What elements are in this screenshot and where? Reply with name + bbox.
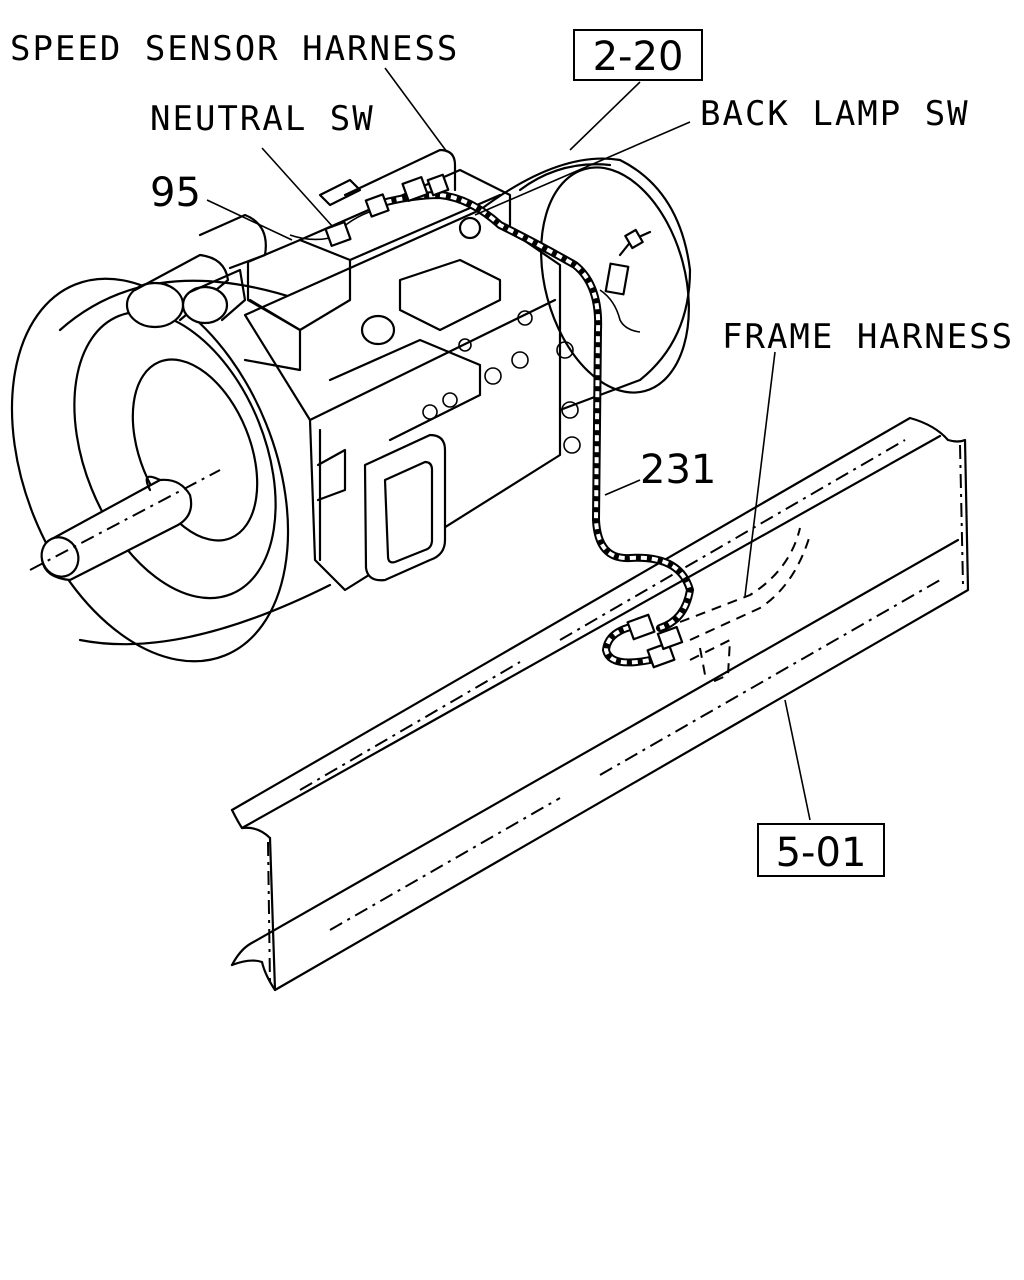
label-frame-harness: FRAME HARNESS (722, 317, 1014, 357)
transmission-case (125, 148, 692, 592)
connectors (324, 173, 684, 669)
label-neutral-sw: NEUTRAL SW (150, 99, 375, 139)
label-part-231: 231 (640, 447, 716, 493)
ref-2-20-text: 2-20 (593, 34, 684, 80)
ref-box-5-01: 5-01 (757, 823, 885, 877)
frame-harness (679, 527, 811, 684)
frame-rail (230, 416, 970, 992)
label-part-95: 95 (150, 170, 201, 216)
input-shaft (29, 469, 221, 582)
label-back-lamp-sw: BACK LAMP SW (700, 94, 970, 134)
harness-231 (289, 190, 695, 667)
leader-lines (206, 67, 811, 821)
label-speed-sensor-harness: SPEED SENSOR HARNESS (10, 29, 459, 69)
ref-5-01-text: 5-01 (776, 830, 867, 876)
clutch-housing (10, 277, 332, 663)
ref-box-2-20: 2-20 (573, 29, 703, 81)
